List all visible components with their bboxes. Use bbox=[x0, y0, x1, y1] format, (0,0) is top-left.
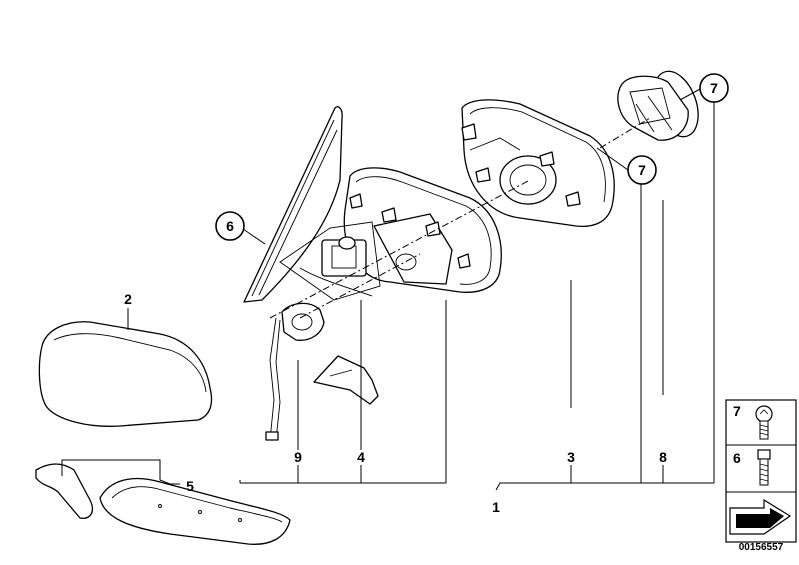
callout-8: 8 bbox=[659, 449, 667, 465]
mirror-cover-part bbox=[38, 321, 213, 427]
document-number: 00156557 bbox=[738, 542, 784, 553]
mirror-glass-part bbox=[243, 106, 343, 303]
callout-label: 7 bbox=[710, 80, 718, 96]
callout-5: 5 bbox=[186, 478, 194, 494]
leader-lines bbox=[61, 87, 715, 491]
callout-9: 9 bbox=[294, 449, 302, 465]
legend-label-6: 6 bbox=[733, 450, 741, 466]
screw-icon bbox=[755, 405, 773, 440]
glass-backing-plate-part bbox=[461, 99, 615, 228]
mirror-motor-part bbox=[617, 70, 699, 141]
callout-7-upper: 7 bbox=[699, 73, 729, 103]
arrow-symbol-icon bbox=[729, 498, 792, 535]
callout-2: 2 bbox=[124, 291, 132, 307]
mirror-housing-part bbox=[279, 167, 502, 301]
fastener-legend: 7 6 bbox=[725, 399, 797, 543]
callout-3: 3 bbox=[567, 449, 575, 465]
wiring-harness-part bbox=[265, 302, 325, 441]
callout-7-lower: 7 bbox=[627, 155, 657, 185]
assembly-axis-lines bbox=[269, 117, 651, 319]
bolt-icon bbox=[757, 449, 771, 486]
callout-6-left: 6 bbox=[215, 211, 245, 241]
callout-label: 7 bbox=[638, 162, 646, 178]
callout-4: 4 bbox=[357, 449, 365, 465]
legend-label-7: 7 bbox=[733, 403, 741, 419]
lower-trim-part bbox=[35, 463, 291, 545]
callout-1: 1 bbox=[492, 499, 500, 515]
callout-label: 6 bbox=[226, 218, 234, 234]
bracket-part bbox=[313, 355, 379, 405]
